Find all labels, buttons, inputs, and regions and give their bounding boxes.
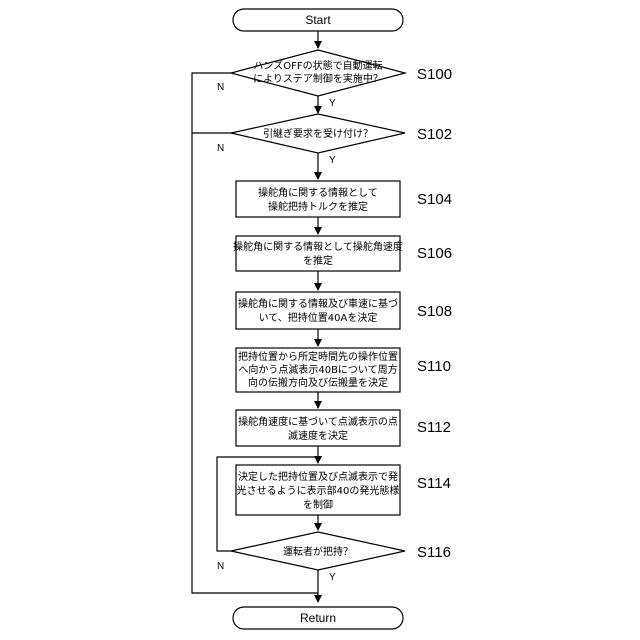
step-label-s114: S114 (417, 475, 451, 492)
process-s106-line-1: 操舵角に関する情報として操舵角速度 (233, 240, 403, 253)
decision-s100: ハンズOFFの状態で自動運転 によりステア制御を実施中？ S100 N Y (217, 50, 452, 109)
decision-s102: 引継ぎ要求を受け付け？ S102 N Y (217, 114, 452, 166)
process-s106: 操舵角に関する情報として操舵角速度 を推定 S106 (233, 236, 452, 271)
process-s104-line-2: 操舵把持トルクを推定 (268, 200, 368, 213)
process-s110-line-1: 把持位置から所定時間先の操作位置 (238, 350, 398, 363)
process-s110-line-3: 向の伝搬方向及び伝搬量を決定 (248, 376, 388, 389)
process-s106-line-2: を推定 (303, 254, 333, 267)
decision-s116-line-1: 運転者が把持？ (283, 545, 353, 558)
decision-s116: 運転者が把持？ S116 N Y (217, 532, 451, 583)
process-s104: 操舵角に関する情報として 操舵把持トルクを推定 S104 (236, 181, 452, 217)
no-label-s102: N (217, 143, 224, 154)
step-label-s106: S106 (417, 245, 452, 262)
process-s108-line-1: 操舵角に関する情報及び車速に基づ (238, 297, 398, 310)
process-s112-line-2: 滅速度を決定 (288, 429, 348, 442)
return-label: Return (300, 611, 336, 625)
decision-s100-line-1: ハンズOFFの状態で自動運転 (253, 59, 382, 72)
process-s108: 操舵角に関する情報及び車速に基づ いて、把持位置40Aを決定 S108 (236, 292, 452, 329)
start-label: Start (305, 13, 331, 27)
process-s114-line-3: を制御 (303, 498, 333, 511)
yes-label-s116: Y (329, 572, 336, 583)
process-s114-line-1: 決定した把持位置及び点滅表示で発 (238, 470, 398, 483)
process-s110: 把持位置から所定時間先の操作位置 へ向かう点滅表示40Bについて周方 向の伝搬方… (236, 348, 451, 392)
step-label-s116: S116 (417, 544, 451, 561)
process-s112-line-1: 操舵角速度に基づいて点滅表示の点 (238, 415, 398, 428)
step-label-s102: S102 (417, 126, 452, 143)
no-label-s100: N (217, 82, 224, 93)
step-label-s100: S100 (417, 66, 452, 83)
step-label-s108: S108 (417, 303, 452, 320)
process-s112: 操舵角速度に基づいて点滅表示の点 滅速度を決定 S112 (236, 410, 451, 446)
step-label-s104: S104 (417, 191, 452, 208)
process-s108-line-2: いて、把持位置40Aを決定 (259, 311, 378, 324)
step-label-s110: S110 (417, 358, 451, 375)
return-terminal: Return (233, 607, 403, 629)
yes-label-s102: Y (329, 155, 336, 166)
no-label-s116: N (217, 561, 224, 572)
process-s114-line-2: 光させるように表示部40の発光態様 (237, 484, 400, 497)
yes-label-s100: Y (329, 98, 336, 109)
process-s104-line-1: 操舵角に関する情報として (258, 186, 378, 199)
start-terminal: Start (233, 9, 403, 31)
decision-s102-line-1: 引継ぎ要求を受け付け？ (263, 127, 373, 140)
process-s114: 決定した把持位置及び点滅表示で発 光させるように表示部40の発光態様 を制御 S… (236, 465, 451, 515)
decision-s100-line-2: によりステア制御を実施中？ (253, 72, 383, 85)
step-label-s112: S112 (417, 419, 451, 436)
process-s110-line-2: へ向かう点滅表示40Bについて周方 (238, 363, 397, 376)
